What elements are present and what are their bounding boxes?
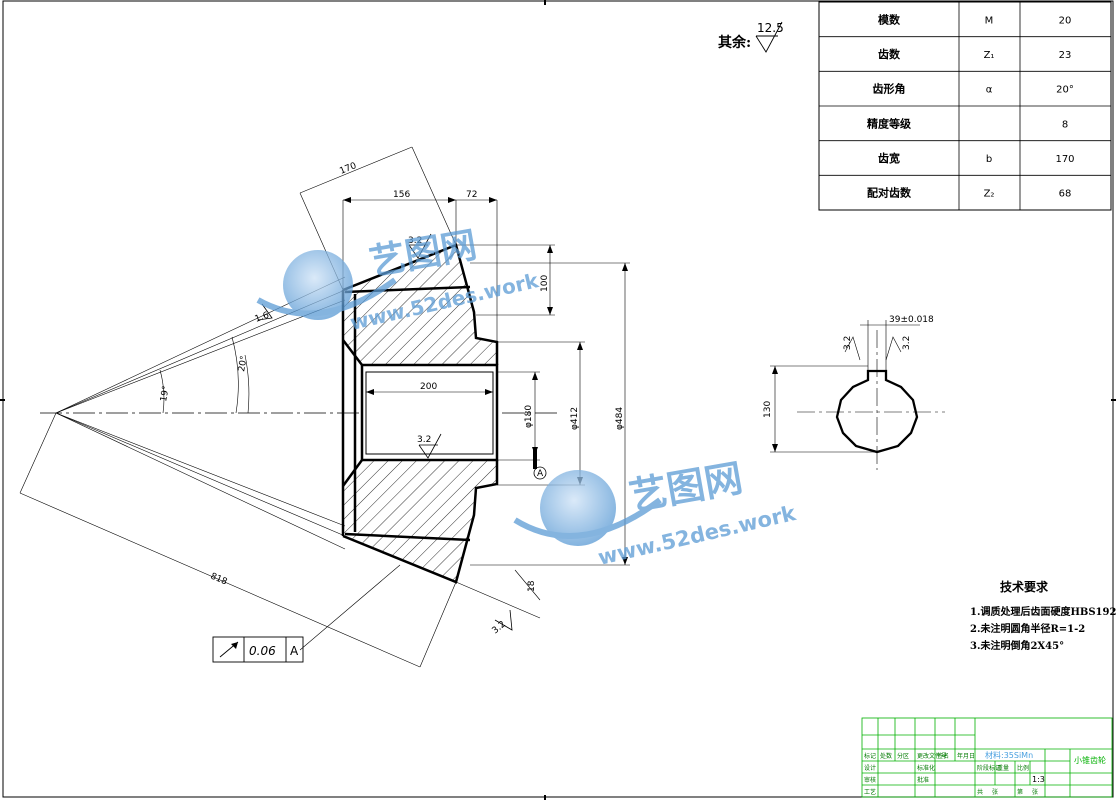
tech-req-item-2: 3.未注明倒角2X45° bbox=[970, 639, 1064, 652]
svg-text:12.5: 12.5 bbox=[757, 21, 784, 35]
svg-text:www.52des.work: www.52des.work bbox=[596, 501, 799, 570]
param-symbol-4: b bbox=[986, 154, 992, 165]
bore bbox=[360, 363, 499, 462]
runout-tolerance-frame: 0.06 A bbox=[212, 636, 304, 663]
title-cell-1: 处数 bbox=[880, 752, 892, 760]
remaining-roughness-note: 其余: 12.5 bbox=[718, 21, 784, 53]
svg-text:A: A bbox=[290, 644, 299, 658]
title-cell-17: 张 bbox=[1032, 788, 1038, 796]
param-symbol-2: α bbox=[986, 85, 993, 96]
param-name-1: 齿数 bbox=[878, 47, 901, 61]
param-name-3: 精度等级 bbox=[867, 116, 912, 130]
svg-text:其余:: 其余: bbox=[718, 34, 751, 51]
svg-text:0.06: 0.06 bbox=[249, 644, 276, 658]
watermark-globe-icon-2 bbox=[540, 470, 616, 546]
dim-156: 156 bbox=[393, 190, 410, 200]
svg-text:艺图网: 艺图网 bbox=[626, 456, 746, 519]
param-name-4: 齿宽 bbox=[878, 151, 900, 165]
title-cell-4: 签名 bbox=[937, 752, 949, 760]
title-cell-0: 标记 bbox=[864, 752, 876, 760]
param-name-2: 齿形角 bbox=[873, 82, 906, 96]
angle-20: 20° bbox=[237, 355, 250, 372]
param-value-5: 68 bbox=[1059, 189, 1072, 200]
dim-phi180: φ180 bbox=[524, 405, 534, 428]
dim-72: 72 bbox=[466, 190, 477, 200]
param-symbol-0: M bbox=[985, 15, 994, 26]
title-part-name: 小锥齿轮 bbox=[1074, 755, 1106, 765]
param-symbol-5: Z₂ bbox=[984, 189, 995, 200]
tech-req-item-1: 2.未注明圆角半径R=1-2 bbox=[970, 622, 1085, 635]
watermark-lower: 艺图网 www.52des.work bbox=[513, 456, 799, 570]
title-material: 材料:35SiMn bbox=[985, 750, 1033, 760]
roughness-1-6: 1.6 bbox=[254, 310, 271, 324]
title-scale: 1:3 bbox=[1032, 775, 1045, 784]
dim-200: 200 bbox=[420, 382, 437, 392]
gear-parameter-table: 模数 M 20 齿数 Z₁ 23 齿形角 α 20° 精度等级 8 齿宽 b 170 配对齿数 Z₂ 68 bbox=[818, 1, 1112, 211]
title-cell-8: 工艺 bbox=[864, 788, 876, 796]
technical-requirements: 技术要求 1.调质处理后齿面硬度HBS192-217 2.未注明圆角半径R=1-2… bbox=[970, 579, 1116, 652]
param-value-4: 170 bbox=[1055, 154, 1074, 165]
param-value-3: 8 bbox=[1062, 119, 1068, 130]
roughness-3-2-bottom: 3.2 bbox=[491, 619, 508, 636]
param-name-5: 配对齿数 bbox=[867, 186, 912, 200]
dim-phi484: φ484 bbox=[615, 407, 625, 430]
keyway-cross-section: 39±0.018 130 3.2 3.2 bbox=[763, 315, 945, 470]
title-block-text: 标记处数分区更改文件号签名年月日设计审核工艺 标准化批准 阶段标记重量比例共 张 第 张 bbox=[864, 752, 1038, 796]
dim-818: 818 bbox=[209, 572, 229, 588]
dim-18: 18 bbox=[527, 580, 537, 592]
title-cell-6: 设计 bbox=[864, 764, 876, 772]
title-cell-14: 共 bbox=[977, 788, 983, 796]
title-cell-2: 分区 bbox=[897, 752, 909, 760]
angle-19: 19° bbox=[159, 385, 172, 402]
param-value-1: 23 bbox=[1059, 50, 1072, 61]
param-name-0: 模数 bbox=[878, 12, 901, 26]
dim-130: 130 bbox=[763, 401, 773, 418]
title-cell-3: 更改文件号 bbox=[917, 752, 947, 760]
datum-label: A bbox=[537, 469, 544, 479]
roughness-3-2-left-key: 3.2 bbox=[843, 336, 853, 350]
title-cell-5: 年月日 bbox=[957, 752, 975, 760]
title-cell-15: 张 bbox=[992, 788, 998, 796]
title-block bbox=[861, 717, 1113, 798]
title-cell-10: 批准 bbox=[917, 776, 929, 784]
param-value-2: 20° bbox=[1056, 85, 1074, 96]
watermark-globe-icon bbox=[283, 250, 353, 320]
dim-170: 170 bbox=[338, 161, 358, 177]
dim-phi412: φ412 bbox=[570, 407, 580, 430]
roughness-3-2-right-key: 3.2 bbox=[902, 336, 912, 350]
param-value-0: 20 bbox=[1059, 15, 1072, 26]
datum-circle bbox=[533, 466, 547, 480]
param-symbol-1: Z₁ bbox=[984, 50, 995, 61]
title-cell-11: 阶段标记 bbox=[977, 764, 1001, 772]
dim-keyway-width: 39±0.018 bbox=[889, 315, 934, 325]
title-cell-9: 标准化 bbox=[917, 764, 935, 772]
title-cell-12: 重量 bbox=[997, 764, 1009, 772]
tech-req-item-0: 1.调质处理后齿面硬度HBS192-217 bbox=[970, 605, 1116, 618]
title-cell-13: 比例 bbox=[1017, 764, 1029, 772]
tech-req-title: 技术要求 bbox=[1000, 579, 1049, 594]
roughness-3-2-bore: 3.2 bbox=[417, 435, 431, 445]
dim-100: 100 bbox=[540, 275, 550, 292]
title-cell-7: 审核 bbox=[864, 776, 876, 784]
title-cell-16: 第 bbox=[1017, 788, 1023, 796]
bevel-gear-section-view: A bbox=[19, 146, 630, 668]
roughness-3-2-top: 3.2 bbox=[408, 236, 422, 246]
